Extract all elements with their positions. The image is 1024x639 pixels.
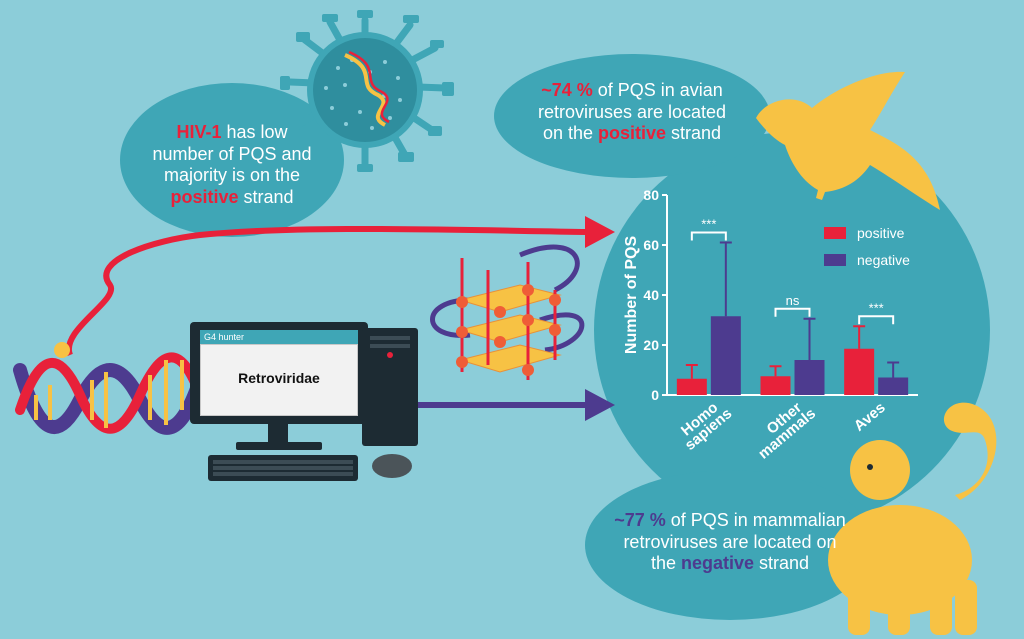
keyboard-icon [208, 455, 358, 481]
bar-negative [710, 316, 741, 395]
avian-strand: positive [597, 123, 667, 144]
g-quadruplex-icon [430, 244, 585, 380]
mammal-percent: ~77 % [614, 510, 666, 530]
bar-positive [844, 348, 875, 395]
legend-label-negative: negative [857, 252, 910, 268]
legend-label-positive: positive [857, 225, 905, 241]
mammal-line2: retroviruses are located on [623, 531, 837, 552]
y-tick-label: 0 [651, 387, 659, 403]
y-tick-label: 80 [643, 187, 659, 203]
y-tick-label: 40 [643, 287, 659, 303]
screen-text: Retroviridae [238, 370, 320, 386]
window-title-bar: G4 hunter [200, 330, 358, 344]
chart-circle [594, 132, 990, 528]
avian-line3-prefix: on the [542, 123, 598, 144]
bar-positive [676, 378, 707, 395]
mouse-icon [372, 454, 412, 478]
mammal-strand-suffix: strand [754, 553, 810, 574]
avian-strand-suffix: strand [666, 123, 722, 144]
significance-label: *** [701, 217, 716, 232]
bar-positive [760, 376, 791, 395]
hiv-line1: has low [221, 122, 288, 142]
legend-swatch-negative [824, 254, 846, 266]
mammal-line1: of PQS in mammalian [665, 510, 846, 530]
hiv-line2: number of PQS and [152, 143, 312, 164]
bar-negative [794, 360, 825, 395]
y-tick-label: 20 [643, 337, 659, 353]
mammal-strand: negative [680, 553, 755, 574]
avian-line1: of PQS in avian [592, 80, 723, 100]
computer-tower-icon [362, 328, 418, 446]
avian-bubble-text: ~74 % of PQS in avian retroviruses are l… [504, 80, 760, 145]
virus-icon [280, 10, 454, 172]
y-axis-label: Number of PQS [623, 236, 640, 355]
bar-negative [878, 377, 909, 395]
negative-arrow [418, 389, 615, 421]
mammal-bubble-text: ~77 % of PQS in mammalian retroviruses a… [590, 510, 870, 575]
hiv-bubble-text: HIV-1 has low number of PQS and majority… [132, 122, 332, 208]
significance-bracket [690, 231, 727, 241]
avian-percent: ~74 % [541, 80, 593, 100]
category-label: Aves [851, 399, 889, 435]
significance-label: ns [786, 293, 800, 308]
monkey-icon [828, 402, 997, 635]
avian-bubble [494, 54, 770, 178]
dna-helix-icon [13, 342, 207, 435]
screen-panel [200, 344, 358, 416]
significance-bracket [774, 307, 811, 317]
mammal-line3-prefix: the [650, 553, 681, 574]
y-tick-label: 60 [643, 237, 659, 253]
mammal-bubble [585, 470, 875, 620]
bird-icon [756, 71, 940, 210]
hiv-strand-suffix: strand [238, 186, 294, 207]
hiv-label: HIV-1 [176, 122, 222, 142]
hiv-strand: positive [170, 186, 239, 207]
avian-line2: retroviruses are located [537, 101, 727, 122]
hiv-line3: majority is on the [163, 165, 301, 186]
positive-arrow [65, 216, 615, 357]
significance-bracket [858, 315, 895, 325]
significance-label: *** [869, 300, 884, 315]
legend-swatch-positive [824, 227, 846, 239]
